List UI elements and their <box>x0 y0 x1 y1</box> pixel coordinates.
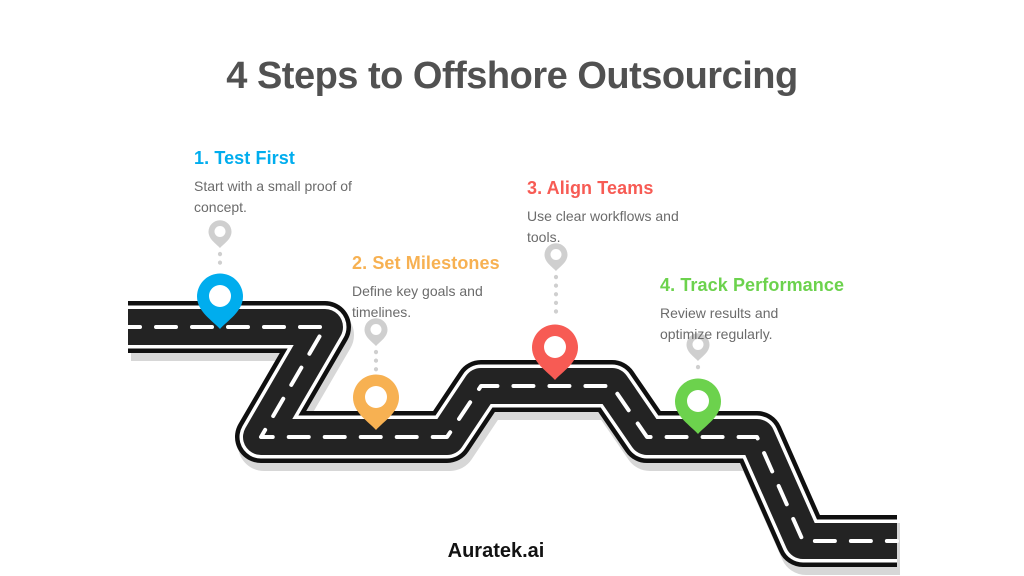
road-center-line <box>126 325 899 543</box>
page-title: 4 Steps to Offshore Outsourcing <box>226 55 798 97</box>
step-4-block: 4. Track Performance Review results and … <box>660 275 870 345</box>
step-2-marker <box>353 318 399 430</box>
step-1-description: Start with a small proof of concept. <box>194 178 352 215</box>
step-3-description: Use clear workflows and tools. <box>527 208 679 245</box>
mini-pin-icon <box>208 220 232 248</box>
step-1-block: 1. Test First Start with a small proof o… <box>194 148 394 218</box>
step-2-title: 2. Set Milestones <box>352 253 500 273</box>
step-4-title: 4. Track Performance <box>660 275 845 295</box>
step-3-marker <box>532 243 578 380</box>
step-1-title: 1. Test First <box>194 148 295 168</box>
step-3-block: 3. Align Teams Use clear workflows and t… <box>527 178 727 248</box>
step-2-block: 2. Set Milestones Define key goals and t… <box>352 253 542 323</box>
step-4-description: Review results and optimize regularly. <box>660 305 779 342</box>
step-4-marker <box>675 333 721 434</box>
step-3-title: 3. Align Teams <box>527 178 654 198</box>
step-1-marker <box>197 220 243 329</box>
brand-logo-text: Auratek.ai <box>447 540 545 562</box>
step-2-description: Define key goals and timelines. <box>352 283 483 320</box>
